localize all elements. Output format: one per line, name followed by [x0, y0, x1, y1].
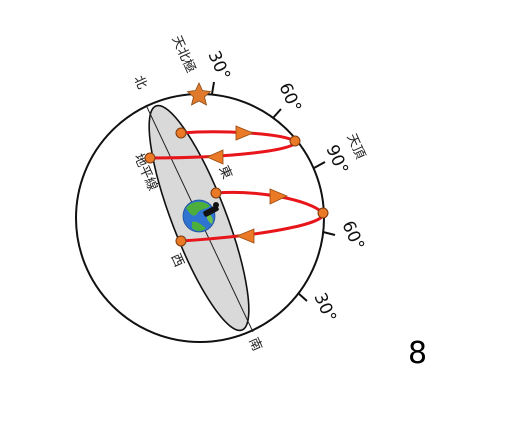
dot-lower-start	[210, 187, 222, 199]
label-east: 東	[215, 163, 235, 181]
label-south: 南	[245, 335, 265, 353]
observer-icon	[203, 202, 219, 217]
globe-icon	[182, 199, 216, 233]
arrow-lower-left	[235, 228, 255, 244]
label-west: 西	[167, 252, 186, 270]
dot-lower-peak	[317, 207, 329, 219]
dot-upper-start	[175, 127, 187, 139]
arrow-upper-right	[235, 125, 255, 141]
degree-ticks	[211, 81, 336, 302]
label-north-celestial-pole: 天北極	[168, 33, 198, 75]
arrow-lower-right	[269, 188, 288, 205]
figure-number: 8	[408, 336, 427, 371]
dot-lower-end	[175, 235, 187, 247]
label-north: 北	[130, 74, 149, 92]
path-dots	[144, 127, 329, 247]
dot-upper-end	[144, 152, 156, 164]
degree-label-30-top: 30°	[203, 48, 234, 84]
degree-label-60-bottom: 60°	[337, 218, 368, 254]
arrow-upper-left	[206, 149, 224, 165]
dot-upper-zenith	[289, 135, 301, 147]
degree-label-90: 90°	[321, 142, 352, 178]
degree-label-30-bottom: 30°	[309, 290, 340, 326]
star-icon	[186, 82, 212, 106]
